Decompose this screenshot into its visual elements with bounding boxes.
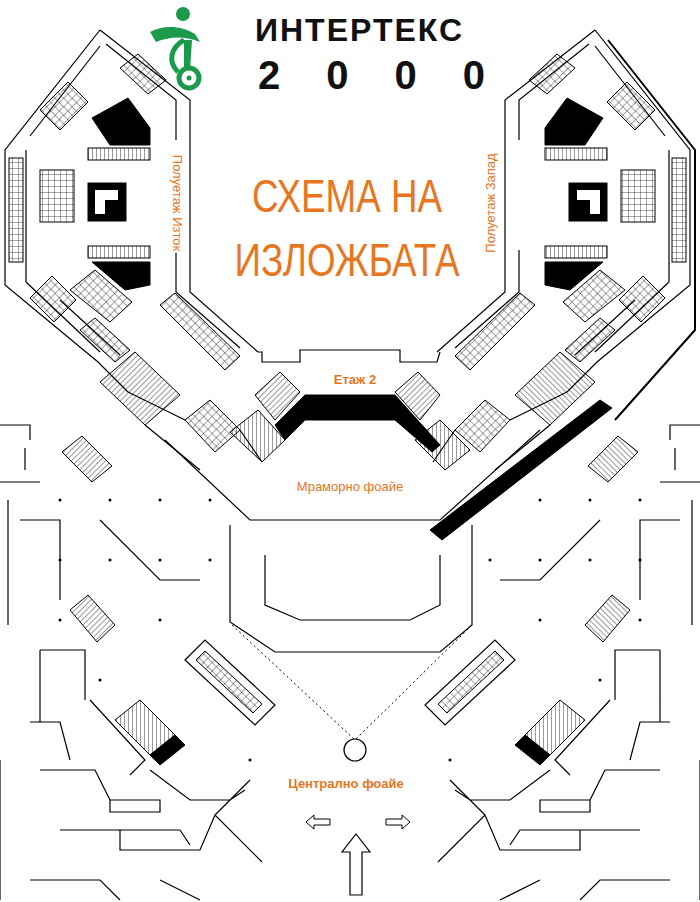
logo-ring-dot [187,76,192,81]
lower-right [425,425,700,900]
stair [255,372,300,420]
column [344,739,366,761]
west-wing-shadow [608,40,695,420]
arrow-left [306,815,330,829]
central-block [230,525,472,652]
logo-year: 2000 [258,52,531,98]
area-label: Полуетаж Изток [170,153,185,253]
area-label: Централно фоайе [286,777,406,792]
area-label: Мраморно фоайе [295,480,405,495]
shadow-band [430,400,612,540]
arrow-entrance [342,834,370,895]
dotted-line [232,625,472,740]
map-title: СХЕМА НА ИЗЛОЖБАТА [223,164,471,292]
marble-foyer-wall [165,430,540,520]
east-wing [5,30,262,470]
logo-text: ИНТЕРТЕКС [255,12,464,49]
logo-dot [176,7,190,21]
logo-curve [172,40,184,72]
stair [230,410,285,462]
logo-stem [184,40,192,70]
arrow-right [386,815,410,829]
logo-ring [179,68,199,88]
area-label: Етаж 2 [332,373,378,388]
stair [395,372,440,420]
stair [415,420,470,470]
area-label: Полуетаж Запад [484,151,499,254]
floor-2-wall [258,350,440,362]
lower-left [0,425,275,900]
logo-leaf [150,27,200,42]
